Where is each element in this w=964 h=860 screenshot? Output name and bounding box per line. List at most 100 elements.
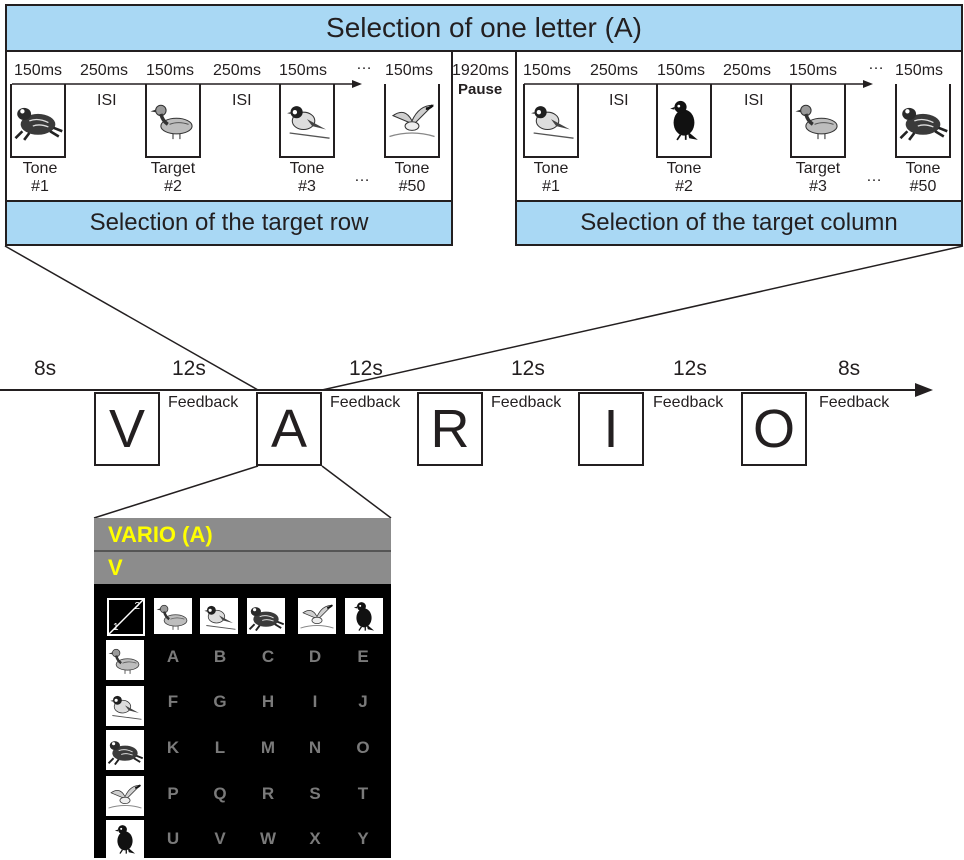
frog-icon <box>106 730 144 770</box>
speller-corner-cell: 2 1 <box>107 598 145 636</box>
feedback-label-2: Feedback <box>330 394 401 411</box>
corner-label-bottom: 1 <box>113 622 119 633</box>
grid-cell-H: H <box>261 692 275 711</box>
speller-header: VARIO (A) <box>94 518 391 552</box>
col-stimulus-num-3: #3 <box>809 178 827 195</box>
timeline-duration-3: 12s <box>349 357 383 380</box>
column-icon-2 <box>200 598 238 634</box>
timeline-duration-1: 8s <box>34 357 57 380</box>
row-icon-2 <box>106 686 144 726</box>
col-duration-4: 250ms <box>723 62 772 79</box>
grid-cell-R: R <box>261 784 275 803</box>
timeline-duration-2: 12s <box>172 357 206 380</box>
grid-cell-V: V <box>214 829 226 848</box>
timeline-letter-2: A <box>256 392 322 466</box>
grid-cell-B: B <box>213 647 227 666</box>
pause-label: Pause <box>458 81 503 98</box>
row-icon-5 <box>106 820 144 858</box>
column-icon-3 <box>247 598 285 634</box>
col-stimulus-kind-1: Tone <box>533 160 569 177</box>
grid-cell-S: S <box>309 784 321 803</box>
feedback-label-4: Feedback <box>653 394 724 411</box>
zoom-line-left <box>4 245 259 391</box>
row-stimulus-frame-1 <box>10 84 66 158</box>
row-panel-title-bar: Selection of the target row <box>5 200 453 246</box>
col-stimulus-kind-4: Tone <box>905 160 941 177</box>
col-isi-2: ISI <box>744 92 764 109</box>
zoom-line-right <box>321 245 964 391</box>
main-timeline-arrowhead <box>915 383 933 397</box>
grid-cell-D: D <box>308 647 322 666</box>
speller-typed-bar: V <box>94 552 391 584</box>
duck-icon <box>154 598 192 634</box>
grid-cell-O: O <box>356 738 370 757</box>
grid-cell-W: W <box>259 829 277 848</box>
grid-cell-K: K <box>166 738 180 757</box>
row-stimulus-ellipsis: … <box>354 168 370 185</box>
grid-cell-J: J <box>358 692 368 711</box>
zoom-line-speller-left <box>93 465 259 519</box>
col-isi-1: ISI <box>609 92 629 109</box>
row-stimulus-frame-4 <box>384 84 440 158</box>
row-stimulus-kind-4: Tone <box>394 160 430 177</box>
row-icon-3 <box>106 730 144 770</box>
timeline-duration-4: 12s <box>511 357 545 380</box>
row-stimulus-kind-2: Target <box>150 160 196 177</box>
feedback-label-5: Feedback <box>819 394 890 411</box>
pigeon-icon <box>345 598 383 634</box>
col-duration-ellipsis: … <box>868 56 884 73</box>
top-banner: Selection of one letter (A) <box>5 4 963 52</box>
col-stimulus-kind-2: Tone <box>666 160 702 177</box>
col-stimulus-num-1: #1 <box>542 178 560 195</box>
frog-icon <box>247 598 285 634</box>
row-duration-1: 150ms <box>14 62 63 79</box>
row-duration-3: 150ms <box>146 62 195 79</box>
row-stimulus-frame-2 <box>145 84 201 158</box>
top-banner-title: Selection of one letter (A) <box>326 12 642 43</box>
row-duration-4: 250ms <box>213 62 262 79</box>
row-stimulus-num-2: #2 <box>164 178 182 195</box>
row-duration-7: 150ms <box>385 62 434 79</box>
feedback-label-3: Feedback <box>491 394 562 411</box>
grid-cell-N: N <box>308 738 322 757</box>
column-icon-1 <box>154 598 192 634</box>
column-panel-title-bar: Selection of the target column <box>515 200 963 246</box>
corner-label-top: 2 <box>134 601 140 612</box>
zoom-line-speller-right <box>321 465 392 519</box>
speller-title: VARIO (A) <box>108 522 213 547</box>
column-icon-5 <box>345 598 383 634</box>
column-panel-title: Selection of the target column <box>580 209 898 236</box>
timeline-letter-4: I <box>578 392 644 466</box>
chickadee-icon <box>106 686 144 726</box>
row-stimulus-num-3: #3 <box>298 178 316 195</box>
grid-cell-F: F <box>167 692 179 711</box>
grid-cell-C: C <box>261 647 275 666</box>
timeline-letter-3: R <box>417 392 483 466</box>
grid-cell-M: M <box>260 738 276 757</box>
col-stimulus-num-2: #2 <box>675 178 693 195</box>
timeline-duration-6: 8s <box>838 357 861 380</box>
timeline-duration-5: 12s <box>673 357 707 380</box>
row-stimulus-frame-3 <box>279 84 335 158</box>
row-duration-5: 150ms <box>279 62 328 79</box>
grid-cell-T: T <box>357 784 369 803</box>
col-timeline-arrowhead <box>863 80 873 88</box>
grid-cell-E: E <box>357 647 369 666</box>
row-isi-2: ISI <box>232 92 252 109</box>
row-isi-1: ISI <box>97 92 117 109</box>
col-stimulus-num-4: #50 <box>909 178 937 195</box>
gull-icon <box>106 776 144 816</box>
col-stimulus-kind-3: Target <box>795 160 841 177</box>
col-duration-5: 150ms <box>789 62 838 79</box>
row-stimulus-num-4: #50 <box>398 178 426 195</box>
col-duration-7: 150ms <box>895 62 944 79</box>
row-icon-1 <box>106 640 144 680</box>
col-stimulus-frame-1 <box>523 84 579 158</box>
row-icon-4 <box>106 776 144 816</box>
grid-cell-A: A <box>166 647 180 666</box>
pause-duration: 1920ms <box>452 62 509 79</box>
col-duration-2: 250ms <box>590 62 639 79</box>
column-icon-4 <box>298 598 336 634</box>
col-duration-1: 150ms <box>523 62 572 79</box>
